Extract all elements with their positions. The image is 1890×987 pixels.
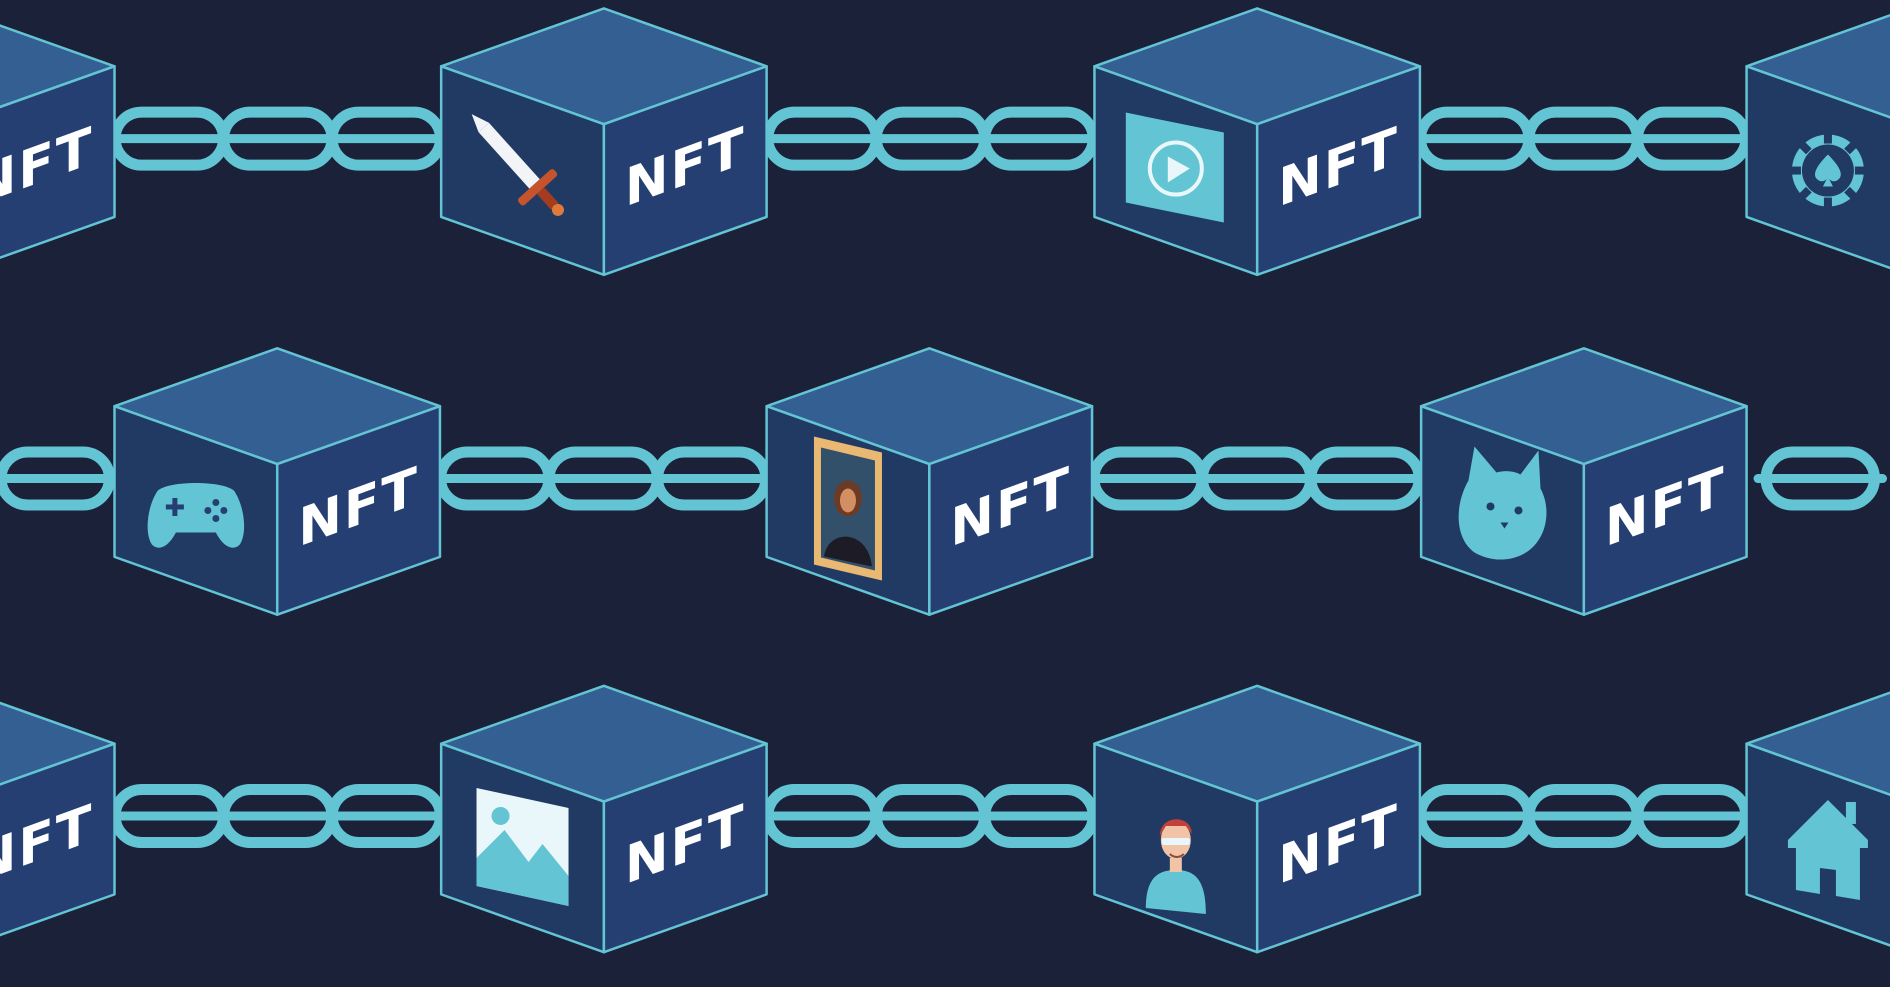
- nft-block: NFT: [765, 347, 1094, 616]
- cube-right-face: [1255, 65, 1422, 277]
- gamepad-icon: [147, 482, 245, 548]
- cube-top-face: [0, 701, 116, 786]
- cube-top-face: [1745, 13, 1890, 119]
- avatar-person-icon: [1145, 819, 1206, 914]
- cube-right-face: [0, 742, 116, 937]
- nft-block: NFT: [439, 684, 768, 954]
- nft-block: NFT: [1093, 7, 1422, 277]
- poker-chip-icon: [1790, 133, 1865, 208]
- cube-top-face: [1745, 691, 1890, 797]
- nft-block: [1745, 691, 1890, 947]
- cube-right-face: [275, 404, 442, 616]
- cube-right-face: [0, 65, 116, 260]
- nft-block: NFT: [1419, 347, 1748, 616]
- nft-block: NFT: [1093, 684, 1422, 954]
- image-landscape-icon: [476, 787, 569, 906]
- cat-face-icon: [1458, 446, 1547, 560]
- house-icon: [1787, 799, 1868, 900]
- cube-right-face: [602, 65, 768, 277]
- cube-right-face: [1582, 404, 1748, 616]
- mona-lisa-painting-icon: [813, 436, 882, 581]
- nft-block: NFT: [439, 7, 768, 277]
- sword-icon: [471, 114, 564, 216]
- nft-cubes-layer: NFT NFT NFT NFT NFT NFT NFT NFT NFT: [0, 7, 1890, 954]
- nft-block: NFT: [113, 347, 442, 616]
- cube-right-face: [602, 742, 768, 954]
- video-play-icon: [1125, 112, 1224, 223]
- nft-block: NFT: [0, 24, 116, 260]
- cube-right-face: [1255, 742, 1422, 954]
- cube-top-face: [0, 24, 116, 109]
- nft-block: NFT: [0, 701, 116, 937]
- cube-right-face: [928, 404, 1094, 616]
- nft-block: [1745, 13, 1890, 270]
